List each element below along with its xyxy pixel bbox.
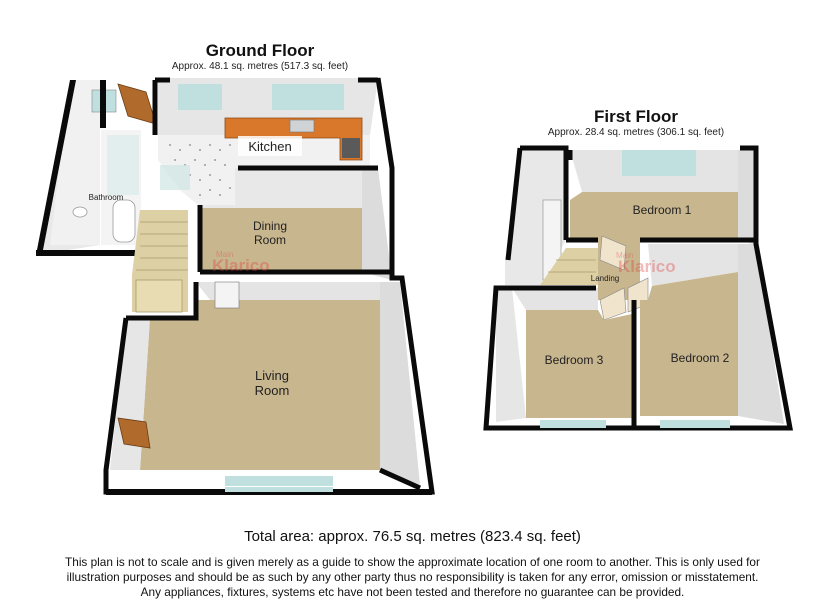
kitchen-window-right bbox=[272, 84, 344, 110]
watermark-prefix-ground: Main bbox=[216, 250, 233, 259]
dining-room bbox=[200, 168, 392, 280]
front-door bbox=[117, 83, 157, 125]
ground-floor-title: Ground Floor bbox=[205, 41, 315, 60]
total-area: Total area: approx. 76.5 sq. metres (823… bbox=[244, 528, 581, 545]
living-room-label-line1: Living bbox=[255, 368, 289, 383]
radiator bbox=[214, 281, 240, 309]
dining-room-label-line2: Room bbox=[254, 233, 286, 247]
floor-plan-drawing: Bathroom Kitchen bbox=[36, 77, 794, 495]
watermark-prefix-first: Main bbox=[616, 251, 633, 260]
living-room-label-line2: Room bbox=[255, 383, 290, 398]
bedroom-3-label: Bedroom 3 bbox=[545, 353, 604, 367]
first-floor-walls bbox=[483, 145, 794, 431]
ground-floor-area: Approx. 48.1 sq. metres (517.3 sq. feet) bbox=[171, 61, 349, 72]
watermark-brand-ground: Klarico bbox=[212, 256, 270, 275]
kitchen-label: Kitchen bbox=[248, 139, 291, 154]
kitchen-sink bbox=[289, 119, 315, 133]
disclaimer-line-2: illustration purposes and should be as s… bbox=[66, 570, 759, 584]
kitchen-floor bbox=[158, 135, 370, 205]
watermark-brand-first: Klarico bbox=[618, 257, 676, 276]
kitchen-window-left bbox=[178, 84, 222, 110]
kitchen-hob bbox=[342, 138, 360, 158]
bedroom-3 bbox=[496, 288, 632, 422]
ground-stairs bbox=[132, 210, 188, 313]
bedroom-1 bbox=[570, 150, 756, 245]
disclaimer-line-3: Any appliances, fixtures, systems etc ha… bbox=[140, 585, 685, 599]
first-floor-plan: Bedroom 1 Landing Bedroom 3 Bedroom bbox=[483, 145, 794, 431]
kitchen-worktop bbox=[224, 117, 363, 161]
living-room-window bbox=[225, 476, 333, 486]
dining-room-label-line1: Dining bbox=[253, 219, 287, 233]
first-floor-title: First Floor bbox=[593, 107, 679, 126]
bedroom-3-window bbox=[540, 420, 606, 426]
disclaimer: This plan is not to scale and is given m… bbox=[0, 555, 825, 600]
ground-floor-walls bbox=[103, 77, 435, 495]
bedroom-1-label: Bedroom 1 bbox=[633, 203, 692, 217]
living-room-door bbox=[117, 417, 151, 449]
landing-label: Landing bbox=[591, 274, 619, 283]
bedroom-2-label: Bedroom 2 bbox=[671, 351, 730, 365]
first-floor-area: Approx. 28.4 sq. metres (306.1 sq. feet) bbox=[547, 127, 725, 138]
bathroom-label: Bathroom bbox=[89, 193, 124, 202]
bedroom-2 bbox=[640, 244, 784, 424]
disclaimer-line-1: This plan is not to scale and is given m… bbox=[65, 555, 760, 569]
bedroom-2-window bbox=[660, 420, 730, 426]
ground-floor-plan: Bathroom Kitchen bbox=[36, 77, 435, 495]
bathroom bbox=[36, 80, 148, 256]
